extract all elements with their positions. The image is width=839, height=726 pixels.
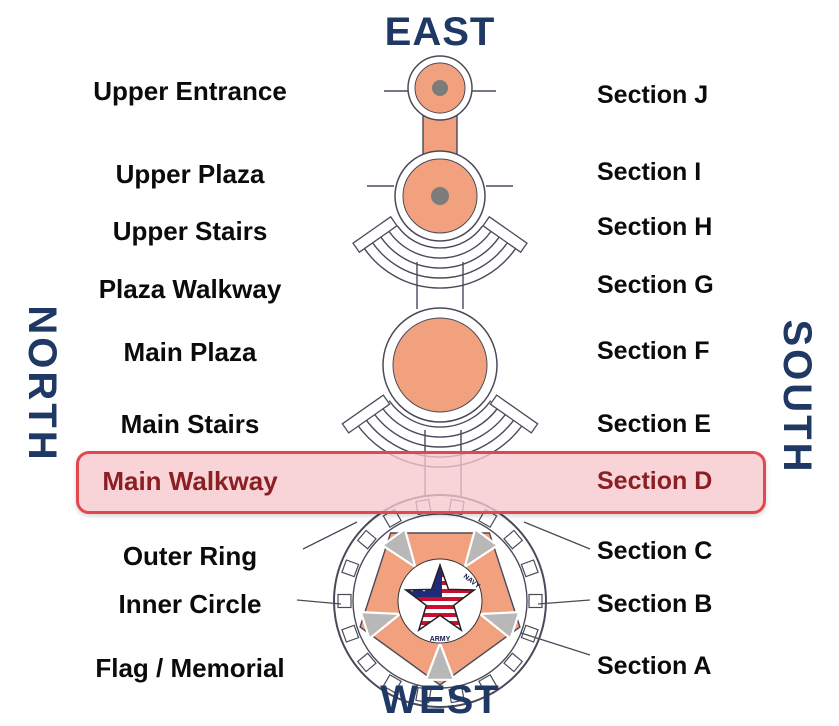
section-label-d: Section D <box>597 467 713 495</box>
feature-label-main-plaza: Main Plaza <box>123 337 257 367</box>
pentagon-wedges <box>359 527 521 681</box>
feature-label-plaza-walkway: Plaza Walkway <box>98 274 282 304</box>
upper-plaza-marker <box>367 150 513 242</box>
main-plaza-marker <box>382 307 498 423</box>
compass-west: WEST <box>380 678 500 722</box>
feature-label-main-walkway: Main Walkway <box>102 466 278 496</box>
section-label-g: Section G <box>597 271 714 299</box>
upper-entrance-marker <box>384 55 496 121</box>
section-label-f: Section F <box>597 337 710 365</box>
logo-label-army: ARMY <box>430 636 451 643</box>
section-label-h: Section H <box>597 213 713 241</box>
feature-label-outer-ring: Outer Ring <box>122 541 258 571</box>
feature-label-main-stairs: Main Stairs <box>120 409 260 439</box>
memorial-ring: NAVY ARMY <box>333 494 547 708</box>
feature-label-upper-plaza: Upper Plaza <box>115 159 265 189</box>
highlight-band-main-walkway <box>76 451 766 514</box>
feature-label-upper-stairs: Upper Stairs <box>112 216 268 246</box>
feature-label-flag-memorial: Flag / Memorial <box>95 653 285 683</box>
leader-lines <box>296 521 591 656</box>
plaza-walkway-path <box>416 262 464 309</box>
upper-stairs <box>352 215 528 289</box>
compass-north: NORTH <box>20 305 64 463</box>
feature-label-upper-entrance: Upper Entrance <box>93 76 287 106</box>
section-label-j: Section J <box>597 81 709 109</box>
section-label-a: Section A <box>597 652 712 680</box>
section-label-b: Section B <box>597 590 713 618</box>
section-label-i: Section I <box>597 158 702 186</box>
section-label-e: Section E <box>597 410 711 438</box>
armed-forces-star-logo: NAVY ARMY <box>397 558 483 644</box>
section-label-c: Section C <box>597 537 713 565</box>
feature-label-inner-circle: Inner Circle <box>118 589 262 619</box>
compass-east: EAST <box>384 10 496 54</box>
